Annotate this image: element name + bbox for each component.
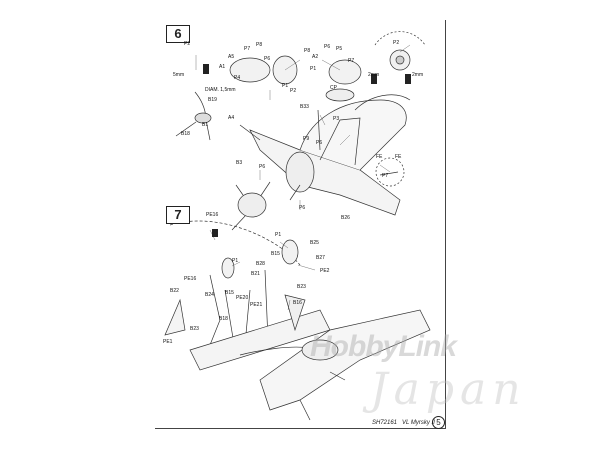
- part-label: A2: [312, 54, 319, 60]
- page-number: 5: [432, 416, 445, 429]
- part-label: P6: [324, 44, 331, 50]
- part-label: P2: [184, 41, 191, 47]
- part-label: P3: [333, 116, 340, 122]
- part-label: B15: [225, 290, 234, 296]
- part-label: P2: [290, 88, 297, 94]
- part-label: P1: [310, 66, 317, 72]
- page-frame: [155, 20, 446, 429]
- part-label: B23: [297, 284, 306, 290]
- part-label: A5: [228, 54, 235, 60]
- part-label: B3: [236, 160, 243, 166]
- part-label: P8: [304, 48, 311, 54]
- part-label: P7: [244, 46, 251, 52]
- part-label: P7: [348, 58, 355, 64]
- part-label: PE21: [250, 302, 263, 308]
- part-label: P6: [316, 140, 323, 146]
- part-label: B33: [300, 104, 309, 110]
- part-label: B24: [205, 292, 214, 298]
- part-label: B22: [170, 288, 179, 294]
- part-label: CP: [330, 85, 337, 91]
- part-label: A4: [228, 115, 235, 121]
- diameter-label: DIAM. 1,5mm: [205, 87, 236, 93]
- step6-aircraft-drawing: [175, 31, 426, 231]
- dimension-label: 2mm: [412, 72, 424, 78]
- part-label: B18: [219, 316, 228, 322]
- part-label: P4: [234, 75, 241, 81]
- part-label: B23: [190, 326, 199, 332]
- part-label: PE1: [163, 339, 173, 345]
- part-label: B15: [271, 251, 280, 257]
- part-label: P6: [299, 205, 306, 211]
- part-label: PE20: [236, 295, 249, 301]
- part-label: B18: [181, 131, 190, 137]
- part-label: PE16: [206, 212, 219, 218]
- kit-title: VL Myrsky II: [402, 420, 435, 426]
- part-label: P1: [275, 232, 282, 238]
- part-label: P9: [303, 136, 310, 142]
- part-label: P2: [393, 40, 400, 46]
- part-label: B16: [293, 300, 302, 306]
- kit-code: SH72161: [372, 420, 398, 426]
- part-label: A1: [219, 64, 226, 70]
- part-label: B28: [256, 261, 265, 267]
- dimension-label: 2mm: [368, 72, 380, 78]
- part-label: B25: [310, 240, 319, 246]
- step-number-7: 7: [166, 206, 190, 224]
- part-label: FE: [395, 154, 402, 160]
- part-label: FE: [376, 154, 383, 160]
- part-label: PE16: [184, 276, 197, 282]
- part-label: P6: [259, 164, 266, 170]
- part-label: P7: [382, 173, 389, 179]
- dimension-label: 5mm: [173, 72, 185, 78]
- part-label: P6: [264, 56, 271, 62]
- part-label: P5: [336, 46, 343, 52]
- part-label: B21: [251, 271, 260, 277]
- part-label: PE2: [320, 268, 330, 274]
- part-label: B19: [208, 97, 217, 103]
- part-label: P1: [232, 258, 239, 264]
- step-number-6: 6: [166, 25, 190, 43]
- step7-aircraft-drawing: [164, 220, 431, 421]
- part-label: B1: [202, 122, 209, 128]
- part-label: P8: [256, 42, 263, 48]
- part-label: B26: [341, 215, 350, 221]
- leader-lines: [195, 44, 411, 311]
- part-label: P1: [282, 83, 289, 89]
- part-label: B27: [316, 255, 325, 261]
